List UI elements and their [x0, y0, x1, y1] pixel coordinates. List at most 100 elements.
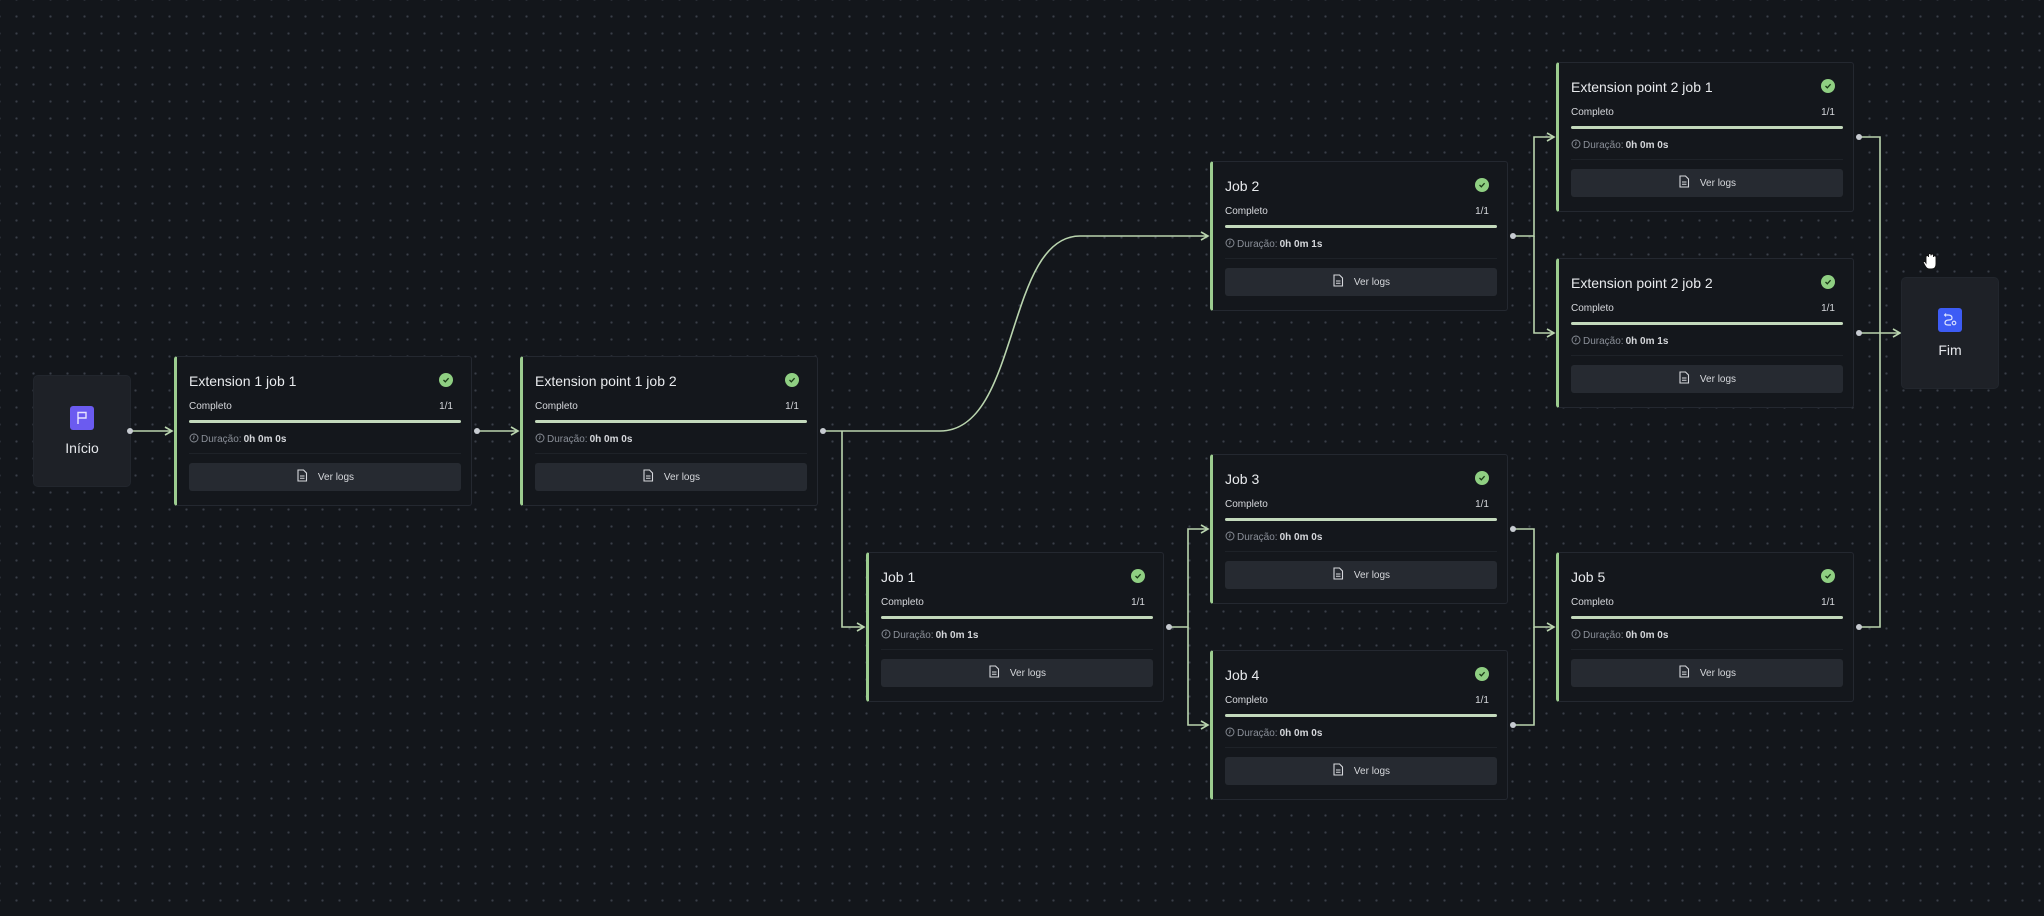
divider: [881, 649, 1153, 650]
duration-value: 0h 0m 0s: [1279, 728, 1323, 739]
flag-icon: [70, 406, 94, 430]
job-duration: Duração: 0h 0m 0s: [1571, 629, 1668, 642]
job-progress-bar: [1225, 225, 1497, 228]
job-progress-bar: [1225, 518, 1497, 521]
job-card-extpt2job2[interactable]: Extension point 2 job 2 Completo 1/1 Dur…: [1556, 258, 1854, 408]
job-count: 1/1: [1821, 597, 1835, 608]
document-icon: [296, 469, 308, 485]
job-card-extpt1job2[interactable]: Extension point 1 job 2 Completo 1/1 Dur…: [520, 356, 818, 506]
duration-label: Duração:: [547, 434, 588, 445]
view-logs-button[interactable]: Ver logs: [535, 463, 807, 491]
output-handle[interactable]: [1510, 233, 1516, 239]
end-node[interactable]: Fim: [1902, 278, 1998, 388]
view-logs-button[interactable]: Ver logs: [1225, 268, 1497, 296]
view-logs-button[interactable]: Ver logs: [1571, 169, 1843, 197]
document-icon: [1332, 567, 1344, 583]
divider: [1225, 747, 1497, 748]
job-progress-bar: [535, 420, 807, 423]
view-logs-label: Ver logs: [1699, 667, 1737, 679]
check-circle-icon: [1821, 275, 1835, 289]
view-logs-button[interactable]: Ver logs: [1571, 365, 1843, 393]
job-title: Job 3: [1225, 471, 1260, 487]
job-count: 1/1: [439, 401, 453, 412]
view-logs-button[interactable]: Ver logs: [189, 463, 461, 491]
view-logs-button[interactable]: Ver logs: [1225, 561, 1497, 589]
edge-job1-job3: [1168, 524, 1210, 628]
job-title: Extension point 2 job 1: [1571, 79, 1713, 95]
clock-icon: [1225, 531, 1235, 544]
output-handle[interactable]: [1856, 624, 1862, 630]
job-card-ext1job1[interactable]: Extension 1 job 1 Completo 1/1 Duração: …: [174, 356, 472, 506]
output-handle[interactable]: [1510, 526, 1516, 532]
view-logs-label: Ver logs: [1009, 667, 1047, 679]
job-card-job4[interactable]: Job 4 Completo 1/1 Duração: 0h 0m 0s Ver…: [1210, 650, 1508, 800]
job-duration: Duração: 0h 0m 0s: [535, 433, 632, 446]
job-card-job1[interactable]: Job 1 Completo 1/1 Duração: 0h 0m 1s Ver…: [866, 552, 1164, 702]
job-count: 1/1: [785, 401, 799, 412]
view-logs-button[interactable]: Ver logs: [1225, 757, 1497, 785]
view-logs-button[interactable]: Ver logs: [881, 659, 1153, 687]
job-status: Completo: [1571, 107, 1614, 118]
job-duration: Duração: 0h 0m 0s: [1225, 531, 1322, 544]
edge-extpt1job2-job2: [822, 231, 1210, 432]
duration-label: Duração:: [1237, 532, 1278, 543]
check-circle-icon: [1131, 569, 1145, 583]
check-circle-icon: [1475, 471, 1489, 485]
job-progress-bar: [881, 616, 1153, 619]
job-status: Completo: [1225, 499, 1268, 510]
check-circle-icon: [1475, 667, 1489, 681]
document-icon: [642, 469, 654, 485]
job-duration: Duração: 0h 0m 1s: [1571, 335, 1668, 348]
view-logs-button[interactable]: Ver logs: [1571, 659, 1843, 687]
output-handle[interactable]: [820, 428, 826, 434]
output-handle[interactable]: [474, 428, 480, 434]
duration-value: 0h 0m 0s: [1625, 630, 1669, 641]
start-node[interactable]: Início: [34, 376, 130, 486]
duration-label: Duração:: [201, 434, 242, 445]
clock-icon: [1225, 238, 1235, 251]
duration-value: 0h 0m 1s: [935, 630, 979, 641]
check-circle-icon: [1475, 178, 1489, 192]
check-circle-icon: [785, 373, 799, 387]
job-count: 1/1: [1475, 499, 1489, 510]
job-duration: Duração: 0h 0m 0s: [189, 433, 286, 446]
duration-label: Duração:: [1237, 728, 1278, 739]
job-duration: Duração: 0h 0m 0s: [1571, 139, 1668, 152]
divider: [535, 453, 807, 454]
job-progress-bar: [1571, 616, 1843, 619]
job-card-extpt2job1[interactable]: Extension point 2 job 1 Completo 1/1 Dur…: [1556, 62, 1854, 212]
job-count: 1/1: [1821, 303, 1835, 314]
job-card-job2[interactable]: Job 2 Completo 1/1 Duração: 0h 0m 1s Ver…: [1210, 161, 1508, 311]
job-status: Completo: [1225, 695, 1268, 706]
clock-icon: [535, 433, 545, 446]
duration-label: Duração:: [1583, 336, 1624, 347]
clock-icon: [881, 629, 891, 642]
start-output-handle[interactable]: [127, 428, 133, 434]
job-title: Job 5: [1571, 569, 1606, 585]
job-card-job3[interactable]: Job 3 Completo 1/1 Duração: 0h 0m 0s Ver…: [1210, 454, 1508, 604]
edge-job2-extpt2job1: [1512, 132, 1556, 237]
output-handle[interactable]: [1510, 722, 1516, 728]
job-progress-fill: [1571, 616, 1843, 619]
job-title: Job 2: [1225, 178, 1260, 194]
job-progress-bar: [1571, 322, 1843, 325]
job-status: Completo: [189, 401, 232, 412]
document-icon: [988, 665, 1000, 681]
output-handle[interactable]: [1166, 624, 1172, 630]
job-progress-fill: [1571, 126, 1843, 129]
document-icon: [1332, 274, 1344, 290]
job-card-job5[interactable]: Job 5 Completo 1/1 Duração: 0h 0m 0s Ver…: [1556, 552, 1854, 702]
edge-extpt1job2-job1: [841, 431, 866, 632]
duration-value: 0h 0m 1s: [1279, 239, 1323, 250]
job-progress-bar: [189, 420, 461, 423]
divider: [189, 453, 461, 454]
job-title: Extension 1 job 1: [189, 373, 297, 389]
view-logs-label: Ver logs: [1353, 569, 1391, 581]
check-circle-icon: [1821, 79, 1835, 93]
output-handle[interactable]: [1856, 330, 1862, 336]
duration-value: 0h 0m 1s: [1625, 336, 1669, 347]
job-progress-fill: [1225, 714, 1497, 717]
check-circle-icon: [439, 373, 453, 387]
clock-icon: [1571, 335, 1581, 348]
output-handle[interactable]: [1856, 134, 1862, 140]
